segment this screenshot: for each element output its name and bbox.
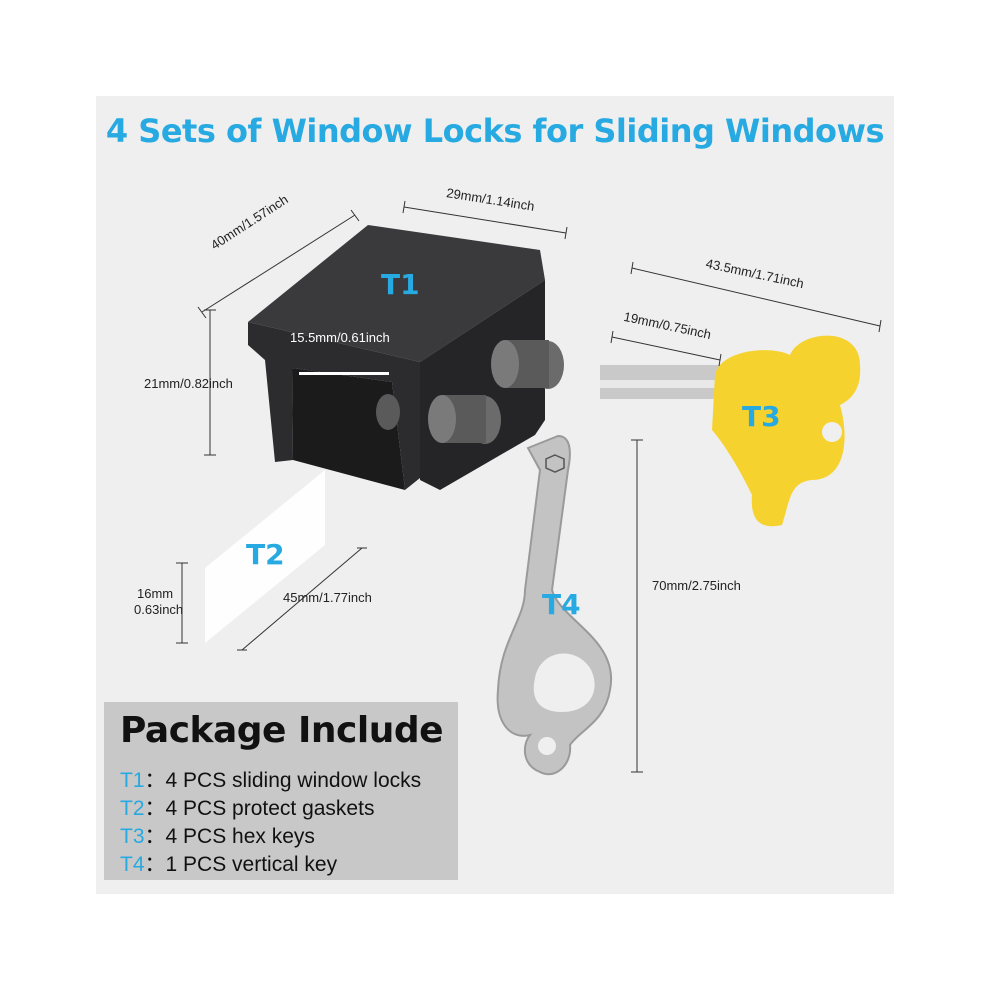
- package-item-separator: ：: [144, 825, 166, 848]
- t1-height-dimension: 21mm/0.82inch: [144, 376, 233, 391]
- t3-label: T3: [742, 400, 781, 433]
- package-item-separator: ：: [144, 769, 166, 792]
- t4-length-dimension: 70mm/2.75inch: [652, 578, 741, 593]
- t1-lock: [248, 225, 564, 490]
- t2-length-dimension: 45mm/1.77inch: [283, 590, 372, 605]
- package-item-separator: ：: [144, 853, 166, 876]
- t3-hex-key: [600, 335, 861, 527]
- t2-height-mm-dimension: 16mm: [137, 586, 174, 601]
- package-item: T2：4 PCS protect gaskets: [120, 792, 374, 822]
- package-item-text: 4 PCS protect gaskets: [165, 797, 375, 820]
- t4-label: T4: [542, 588, 581, 621]
- package-item-text: 4 PCS sliding window locks: [165, 769, 422, 792]
- dimension-lines: [176, 200, 882, 773]
- package-item-code: T2: [120, 797, 145, 820]
- t2-label: T2: [246, 538, 285, 571]
- package-item-code: T1: [120, 769, 145, 792]
- package-item-text: 4 PCS hex keys: [165, 825, 315, 848]
- package-item-code: T4: [120, 853, 145, 876]
- t2-gasket: [205, 470, 325, 643]
- package-heading: Package Include: [120, 710, 444, 751]
- package-item-separator: ：: [144, 797, 166, 820]
- package-include-panel: Package Include T1：4 PCS sliding window …: [104, 702, 458, 880]
- t4-vertical-key: [496, 434, 613, 775]
- page-title: 4 Sets of Window Locks for Sliding Windo…: [105, 112, 885, 150]
- package-item: T3：4 PCS hex keys: [120, 820, 315, 850]
- t1-label: T1: [381, 268, 420, 301]
- package-item: T4：1 PCS vertical key: [120, 848, 337, 878]
- package-item: T1：4 PCS sliding window locks: [120, 764, 421, 794]
- package-item-text: 1 PCS vertical key: [165, 853, 338, 876]
- package-item-code: T3: [120, 825, 145, 848]
- t2-height-in-dimension: 0.63inch: [134, 602, 184, 617]
- t1-gap-dimension: 15.5mm/0.61inch: [290, 330, 390, 345]
